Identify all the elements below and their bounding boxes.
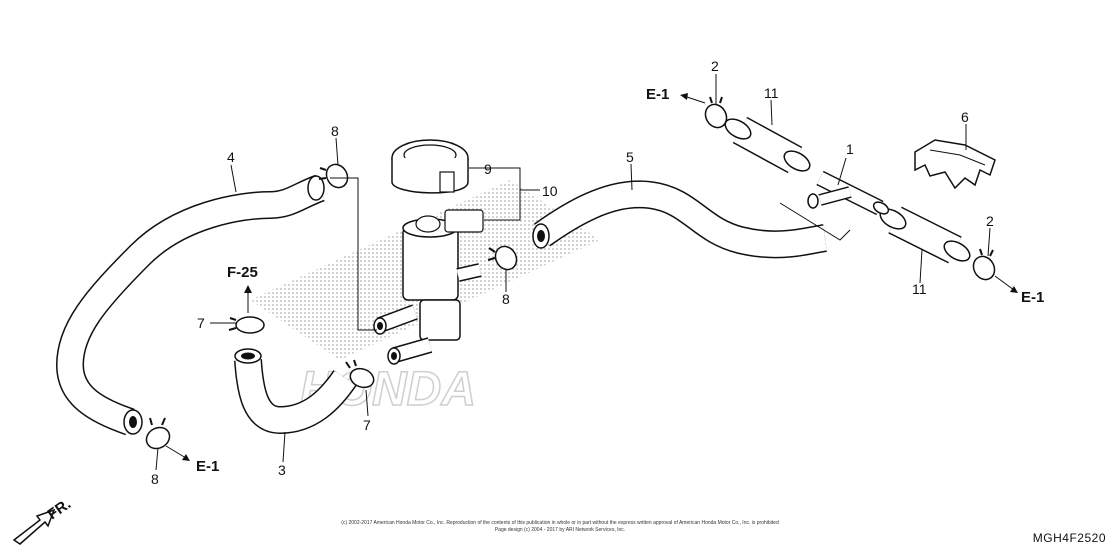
hose-5[interactable] [532, 180, 828, 259]
clip-8-top[interactable] [318, 161, 352, 192]
label-part-11-bottom: 11 [912, 281, 927, 297]
joint-1[interactable] [779, 170, 890, 241]
label-part-8-middle: 8 [502, 291, 510, 307]
label-part-11-top: 11 [764, 85, 779, 101]
hose-3[interactable] [234, 348, 357, 435]
hose-4[interactable] [55, 174, 326, 436]
arrow-e1-top [680, 93, 706, 104]
arrow-e1-bottom [165, 445, 190, 461]
ref-e1-right[interactable]: E-1 [1021, 289, 1044, 306]
leader-lines [155, 74, 991, 471]
label-part-6: 6 [961, 109, 969, 125]
label-part-8-bottom: 8 [151, 471, 159, 487]
label-part-2-bottom: 2 [986, 213, 994, 229]
clip-2-top[interactable] [701, 96, 730, 131]
band-9[interactable] [391, 139, 469, 194]
label-part-2-top: 2 [711, 58, 719, 74]
hose-11-upper[interactable] [722, 115, 813, 175]
copyright-line-1: (c) 2002-2017 American Honda Motor Co., … [341, 520, 779, 526]
solenoid-valve-10[interactable] [373, 209, 484, 365]
holder-6[interactable] [914, 139, 996, 190]
front-arrow-icon [12, 508, 56, 545]
clip-8-middle[interactable] [487, 243, 521, 274]
arrow-e1-right [994, 275, 1018, 293]
label-part-5: 5 [626, 149, 634, 165]
diagram-code: MGH4F2520 [1032, 531, 1106, 545]
ref-f25[interactable]: F-25 [227, 264, 258, 281]
label-part-1: 1 [846, 141, 854, 157]
label-part-9: 9 [484, 161, 492, 177]
hose-11-lower[interactable] [877, 205, 973, 265]
copyright-line-2: Page design (c) 2004 - 2017 by ARI Netwo… [494, 527, 626, 533]
ref-e1-bottom[interactable]: E-1 [196, 458, 219, 475]
clip-8-bottom[interactable] [143, 417, 174, 453]
label-part-3: 3 [278, 462, 286, 478]
copyright-notice: (c) 2002-2017 American Honda Motor Co., … [300, 520, 820, 534]
label-part-4: 4 [227, 149, 235, 165]
clip-7-left[interactable] [228, 316, 265, 334]
ref-e1-top[interactable]: E-1 [646, 86, 669, 103]
arrow-f25 [244, 285, 252, 313]
label-part-10: 10 [542, 183, 558, 199]
label-part-7-left: 7 [197, 315, 205, 331]
label-part-7-right: 7 [363, 417, 371, 433]
clip-2-bottom[interactable] [969, 248, 998, 283]
label-part-8-top: 8 [331, 123, 339, 139]
clip-7-right[interactable] [345, 359, 376, 391]
